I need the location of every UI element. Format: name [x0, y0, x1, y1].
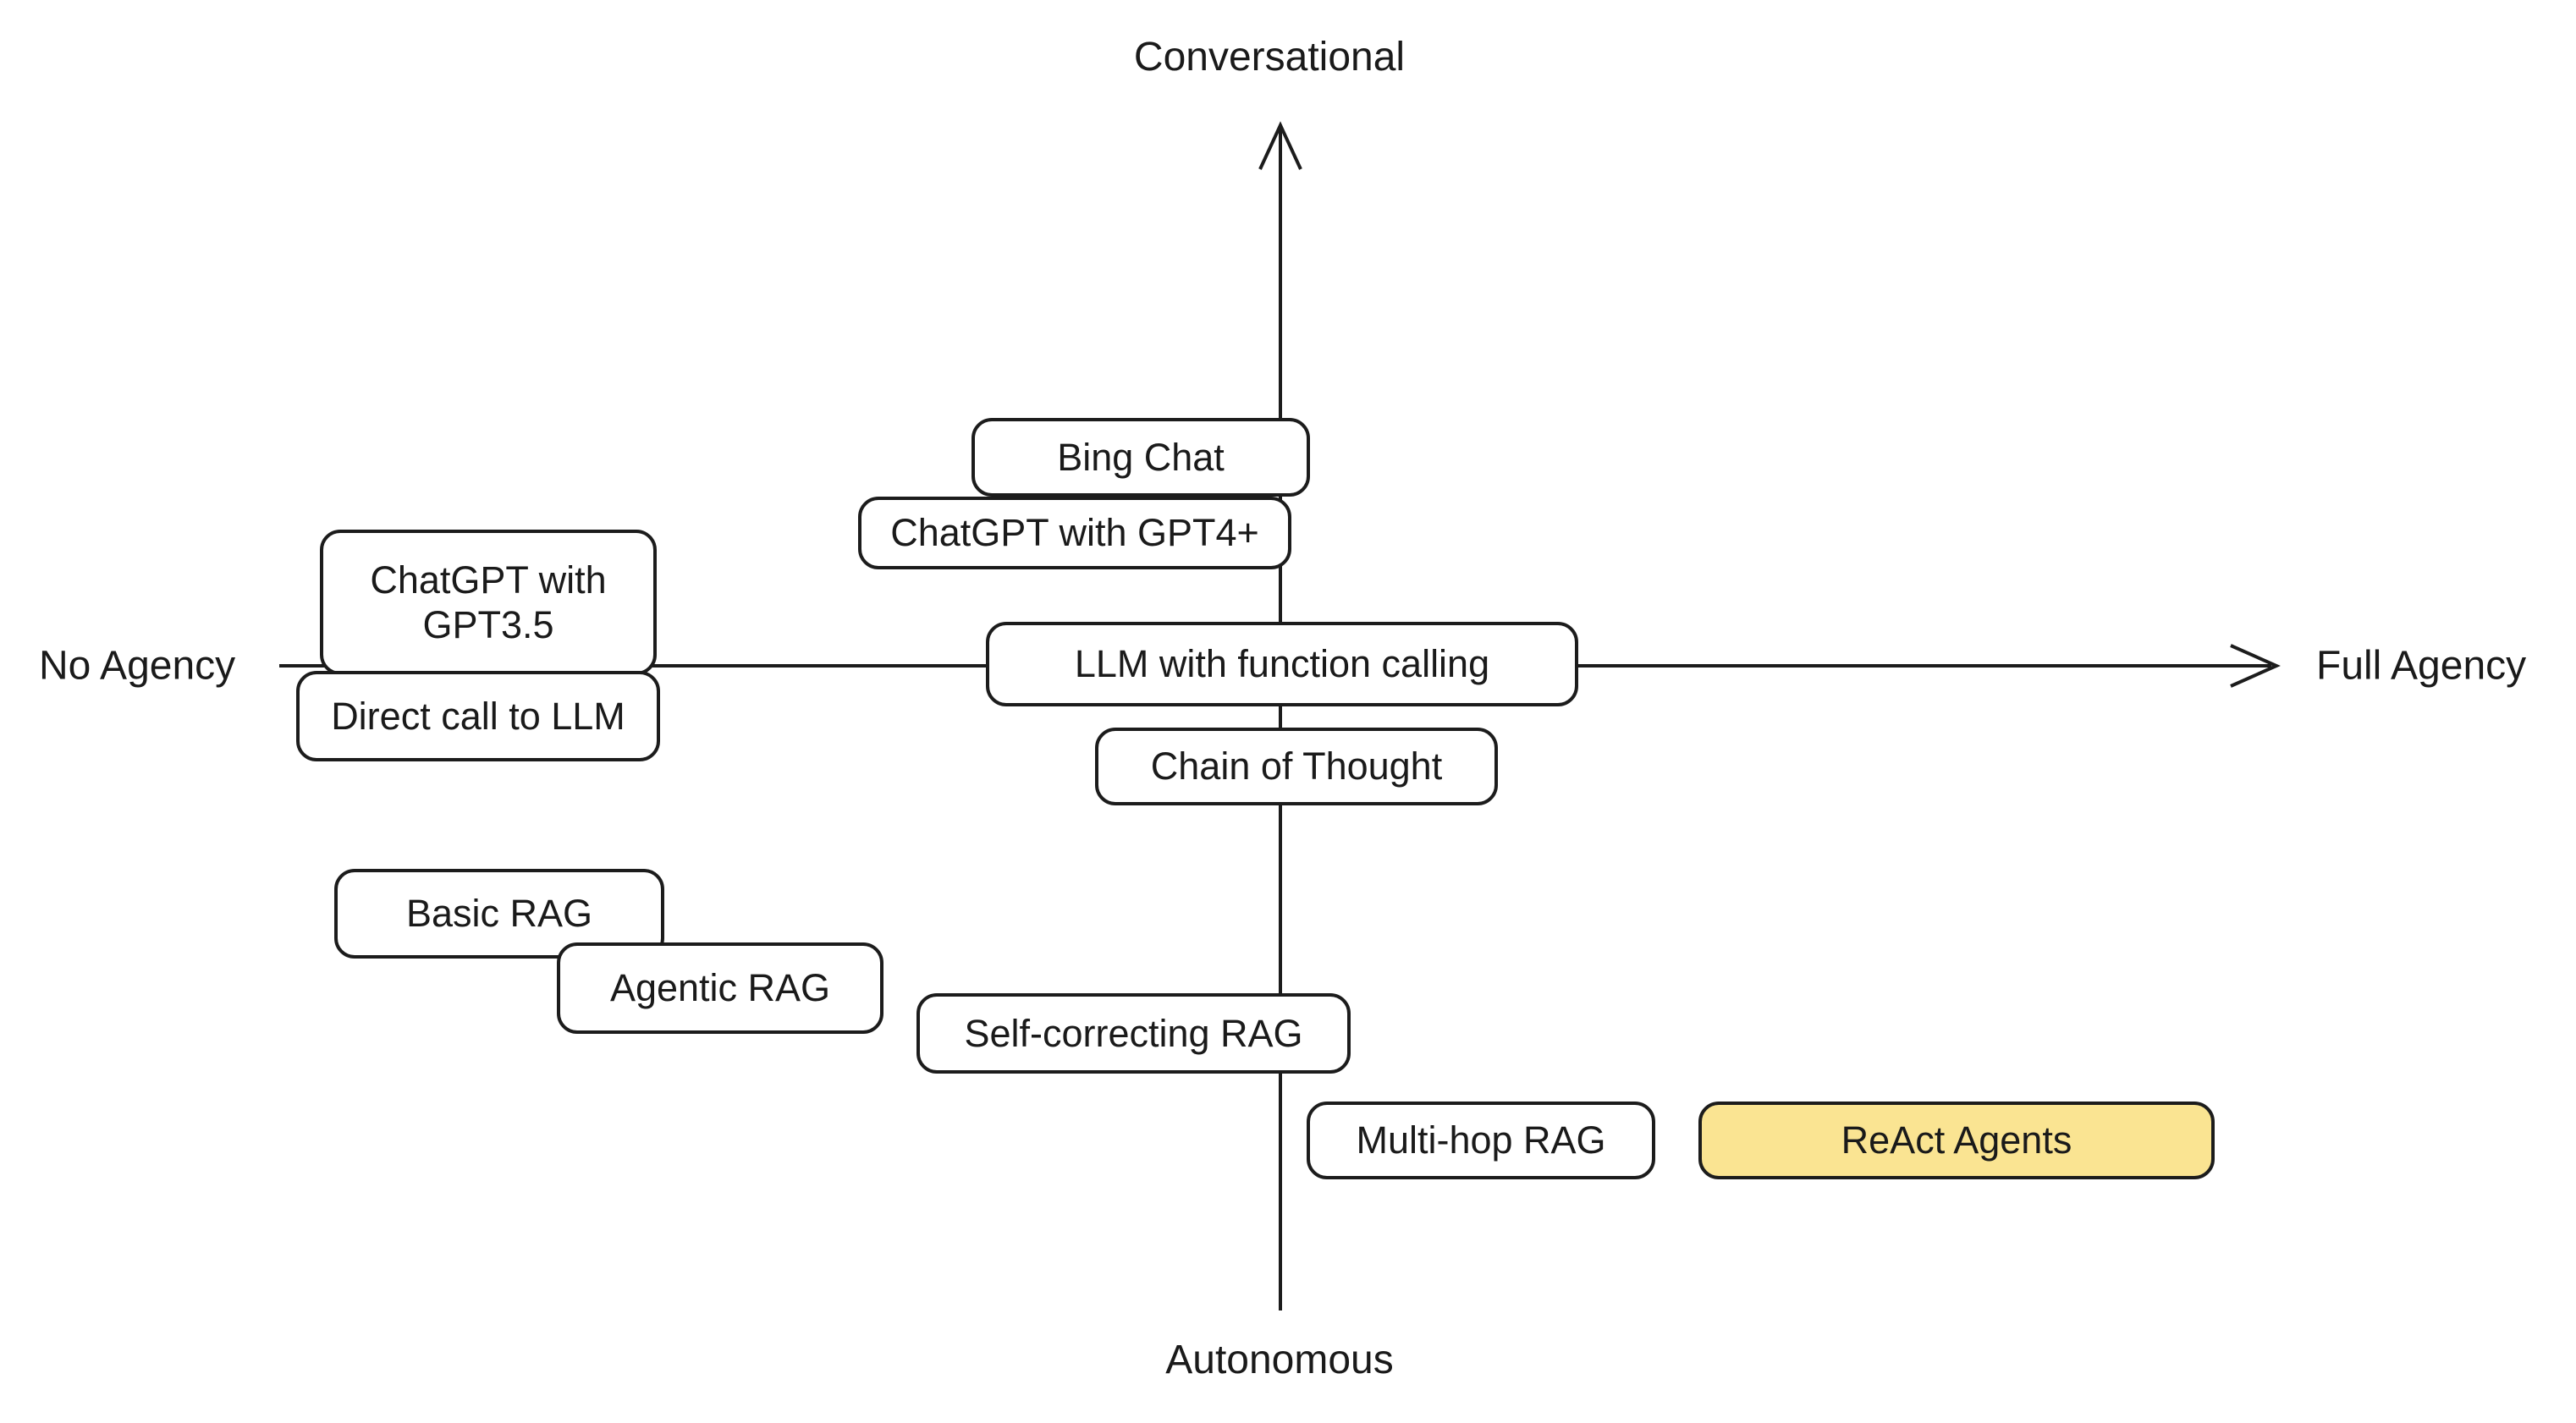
up-arrowhead-icon	[1258, 121, 1302, 170]
axis-label-bottom: Autonomous	[1165, 1338, 1394, 1382]
node-direct-call-to-llm: Direct call to LLM	[296, 671, 660, 761]
axis-label-right: Full Agency	[2316, 643, 2527, 689]
node-chatgpt-gpt35: ChatGPT with GPT3.5	[320, 530, 657, 675]
axis-label-top: Conversational	[1133, 35, 1406, 80]
node-chain-of-thought: Chain of Thought	[1095, 728, 1498, 805]
node-react-agents: ReAct Agents	[1698, 1102, 2215, 1179]
node-multi-hop-rag: Multi-hop RAG	[1307, 1102, 1655, 1179]
node-agentic-rag: Agentic RAG	[557, 942, 883, 1034]
node-self-correcting-rag: Self-correcting RAG	[916, 993, 1351, 1074]
node-llm-function-calling: LLM with function calling	[986, 622, 1578, 706]
node-bing-chat: Bing Chat	[972, 418, 1310, 497]
right-arrowhead-icon	[2230, 644, 2281, 688]
axis-label-left: No Agency	[39, 643, 236, 689]
node-chatgpt-gpt4: ChatGPT with GPT4+	[858, 497, 1291, 569]
